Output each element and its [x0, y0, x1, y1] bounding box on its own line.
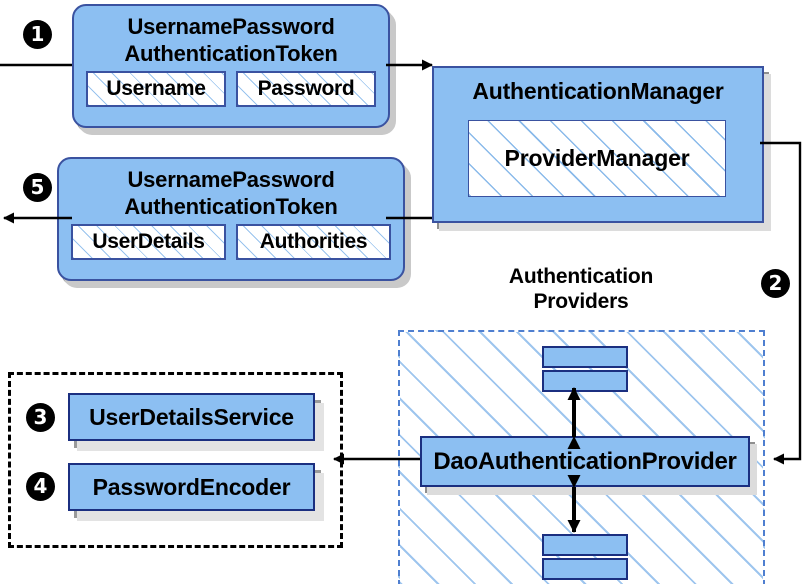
- provider-manager-box[interactable]: ProviderManager: [468, 120, 726, 197]
- result-token-slots: UserDetails Authorities: [59, 220, 403, 260]
- password-encoder-label: PasswordEncoder: [92, 473, 291, 500]
- result-token-title-line1: UsernamePassword: [127, 167, 335, 192]
- request-token-slot-password: Password: [236, 71, 376, 107]
- request-token-title-line2: AuthenticationToken: [124, 41, 338, 66]
- request-token-card[interactable]: UsernamePassword AuthenticationToken Use…: [72, 4, 390, 128]
- provider-manager-label: ProviderManager: [504, 145, 690, 171]
- badge-step-5: 5: [23, 173, 52, 202]
- badge-step-2: 2: [761, 269, 790, 298]
- request-token-title: UsernamePassword AuthenticationToken: [74, 6, 388, 67]
- providers-group-label-line1: Authentication: [508, 265, 654, 288]
- badge-step-1: 1: [23, 20, 52, 49]
- badge-step-4: 4: [26, 472, 55, 501]
- result-token-title-line2: AuthenticationToken: [124, 194, 338, 219]
- result-token-title: UsernamePassword AuthenticationToken: [59, 159, 403, 220]
- request-token-slots: Username Password: [74, 67, 388, 107]
- request-token-title-line1: UsernamePassword: [127, 14, 335, 39]
- result-token-slot-userdetails: UserDetails: [71, 224, 226, 260]
- wire-manager-to-provider: [760, 141, 802, 465]
- badge-step-3: 3: [26, 403, 55, 432]
- providers-group-label-line2: Providers: [533, 290, 629, 313]
- result-token-card[interactable]: UsernamePassword AuthenticationToken Use…: [57, 157, 405, 281]
- other-provider-bar-3[interactable]: [542, 534, 628, 556]
- authentication-manager-panel[interactable]: AuthenticationManager ProviderManager: [432, 66, 764, 223]
- dao-authentication-provider-box[interactable]: DaoAuthenticationProvider: [420, 436, 750, 487]
- providers-group-label: Authentication Providers: [478, 264, 684, 314]
- user-details-service-label: UserDetailsService: [89, 403, 294, 430]
- other-provider-bar-2[interactable]: [542, 370, 628, 392]
- user-details-service-box[interactable]: UserDetailsService: [68, 393, 315, 441]
- dao-authentication-provider-label: DaoAuthenticationProvider: [433, 447, 737, 475]
- password-encoder-box[interactable]: PasswordEncoder: [68, 463, 315, 511]
- authentication-manager-title: AuthenticationManager: [472, 78, 724, 104]
- result-token-slot-authorities: Authorities: [236, 224, 391, 260]
- other-provider-bar-4[interactable]: [542, 558, 628, 580]
- request-token-slot-username: Username: [86, 71, 226, 107]
- other-provider-bar-1[interactable]: [542, 346, 628, 368]
